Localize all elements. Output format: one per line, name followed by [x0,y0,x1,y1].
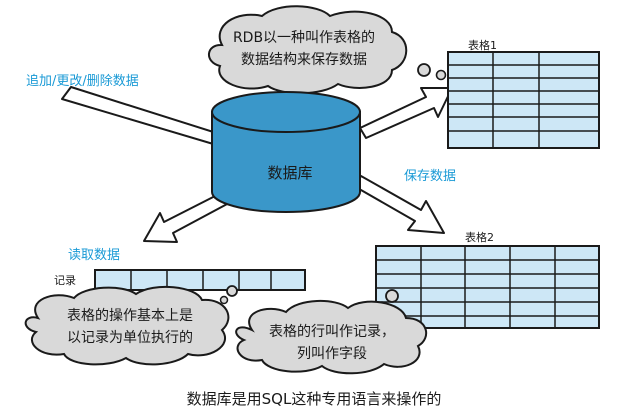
label-modify-data: 追加/更改/删除数据 [26,73,139,89]
cloud-left-bubble [226,285,238,297]
database-label: 数据库 [267,164,312,182]
table1-label: 表格1 [468,38,497,52]
arrow-to-read-data [143,191,230,243]
cloud-right-line2: 列叫作字段 [297,346,367,362]
database-cylinder: 数据库 [211,91,361,213]
cloud-top-line1: RDB以一种叫作表格的 [233,30,375,46]
cloud-left: 表格的操作基本上是 以记录为单位执行的 [24,285,238,366]
table2-grid [375,245,600,329]
cloud-top-bubble [417,63,431,77]
record-row [94,269,306,291]
table1-grid [447,51,600,149]
cloud-top-line2: 数据结构来保存数据 [241,52,367,68]
arrow-to-table2 [353,175,445,234]
cloud-top-bubble [435,69,447,81]
cloud-top: RDB以一种叫作表格的 数据结构来保存数据 [208,5,458,95]
cloud-left-shape [24,285,230,366]
cloud-left-bubble [219,295,229,305]
cloud-right: 表格的行叫作记录， 列叫作字段 [235,289,428,375]
label-read-data: 读取数据 [68,248,120,263]
table2-label: 表格2 [465,230,494,244]
cloud-left-line2: 以记录为单位执行的 [67,330,193,346]
label-save-data: 保存数据 [404,169,456,184]
cloud-top-shape [208,5,408,95]
diagram-caption: 数据库是用SQL这种专用语言来操作的 [187,390,442,408]
cloud-right-line1: 表格的行叫作记录， [269,324,395,340]
arrow-to-table1 [359,87,453,139]
cloud-left-line1: 表格的操作基本上是 [67,307,193,324]
record-label: 记录 [54,274,76,287]
cloud-right-bubble [385,289,399,303]
cloud-right-shape [235,299,428,375]
